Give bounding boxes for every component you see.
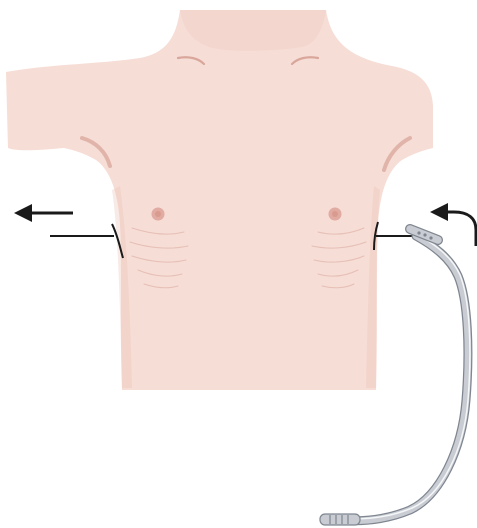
arrow-left-icon [14,204,73,222]
torso [6,10,433,390]
right-nipple [329,208,342,221]
left-nipple [152,208,165,221]
tube-connector [320,514,360,525]
left-indicator [14,204,123,258]
